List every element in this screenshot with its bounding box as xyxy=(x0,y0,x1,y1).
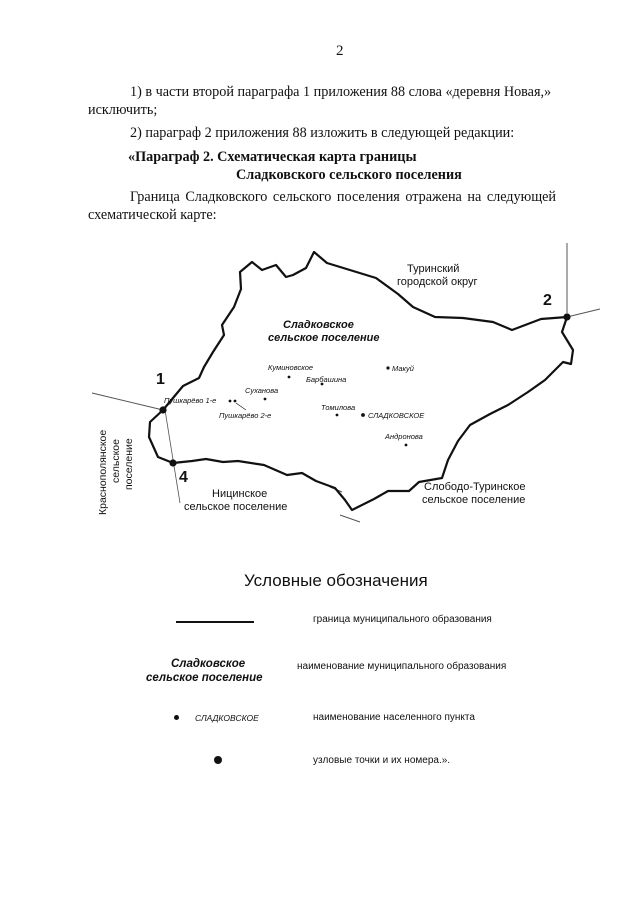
neighbor-sloboda-line-2: сельское поселение xyxy=(422,494,525,506)
outer-line-1 xyxy=(91,392,164,411)
village-label-andronova: Андронова xyxy=(384,432,423,441)
village-point-kuminovskoe xyxy=(287,375,291,379)
village-label-pushkarevo-1: Пушкарёво 1-е xyxy=(164,396,216,405)
neighbor-sloboda-line-1: Слободо-Туринское xyxy=(424,481,525,493)
node-point-4 xyxy=(169,459,177,467)
settlement-name-line-2: сельское поселение xyxy=(268,332,379,344)
legend-border-sample xyxy=(176,621,254,623)
village-point-makuy xyxy=(386,366,390,370)
village-label-barbashina: Барбашина xyxy=(306,375,346,384)
legend-border-desc: граница муниципального образования xyxy=(313,614,492,625)
village-point-tomilova xyxy=(335,413,339,417)
neighbor-krasno-line-2: сельское xyxy=(110,439,122,483)
neighbor-krasno-line-3: поселение xyxy=(123,438,135,490)
legend-village-point xyxy=(174,715,179,720)
page-number: 2 xyxy=(336,43,344,59)
legend-node-point xyxy=(214,756,222,764)
neighbor-krasnopolyanskoe: Краснополянское сельское поселение xyxy=(97,430,135,515)
village-label-tomilova: Томилова xyxy=(321,403,355,412)
heading-line-1: «Параграф 2. Схематическая карта границы xyxy=(128,149,417,165)
village-label-kuminovskoe: Куминовское xyxy=(268,363,313,372)
village-label-makuy: Макуй xyxy=(392,364,415,373)
legend-name-sample-line-2: сельское поселение xyxy=(146,672,263,684)
node-label-2: 2 xyxy=(543,292,552,309)
neighbor-nitsinskoe-line-1: Ницинское xyxy=(212,488,267,500)
paragraph-1-line-2: исключить; xyxy=(88,102,158,118)
legend-village-sample: СЛАДКОВСКОЕ xyxy=(195,713,259,723)
legend-name-desc: наименование муниципального образования xyxy=(297,661,507,672)
settlement-name-line-1: Сладковское xyxy=(283,319,354,331)
node-point-1 xyxy=(159,406,167,414)
schematic-map: 1 2 4 Сладковское сельское поселение Тур… xyxy=(91,243,601,523)
heading-line-2: Сладковского сельского поселения xyxy=(236,167,462,183)
village-point-sladkovskoe xyxy=(361,413,365,417)
intro-line-1: Граница Сладковского сельского поселения… xyxy=(130,189,557,205)
village-label-sukhanova: Суханова xyxy=(245,386,278,395)
intro-line-2: схематической карте: xyxy=(88,207,217,223)
village-label-pushkarevo-2: Пушкарёво 2-е xyxy=(219,411,271,420)
neighbor-turinsky-line-1: Туринский xyxy=(407,263,459,275)
legend-node-desc: узловые точки и их номера.». xyxy=(313,755,451,766)
node-label-4: 4 xyxy=(179,469,188,486)
tick-mark-b xyxy=(339,514,361,523)
outer-line-krasno xyxy=(164,409,181,504)
village-point-pushkarevo-1 xyxy=(228,399,232,403)
node-label-1: 1 xyxy=(156,371,165,388)
outer-line-2 xyxy=(566,308,601,318)
village-label-sladkovskoe: СЛАДКОВСКОЕ xyxy=(368,411,425,420)
village-leader-pushkarevo-2 xyxy=(235,402,247,411)
village-point-sukhanova xyxy=(263,397,267,401)
neighbor-nitsinskoe-line-2: сельское поселение xyxy=(184,501,287,513)
village-point-pushkarevo-2 xyxy=(233,399,237,403)
settlement-boundary xyxy=(147,250,575,512)
neighbor-turinsky-line-2: городской округ xyxy=(397,276,478,288)
paragraph-2: 2) параграф 2 приложения 88 изложить в с… xyxy=(130,125,515,141)
legend-title: Условные обозначения xyxy=(244,571,428,590)
village-point-barbashina xyxy=(320,382,324,386)
node-point-2 xyxy=(563,313,571,321)
legend-name-sample-line-1: Сладковское xyxy=(171,658,246,670)
village-point-andronova xyxy=(404,443,408,447)
neighbor-krasno-line-1: Краснополянское xyxy=(97,430,109,515)
legend-village-desc: наименование населенного пункта xyxy=(313,712,475,723)
paragraph-1-line-1: 1) в части второй параграфа 1 приложения… xyxy=(130,84,552,100)
